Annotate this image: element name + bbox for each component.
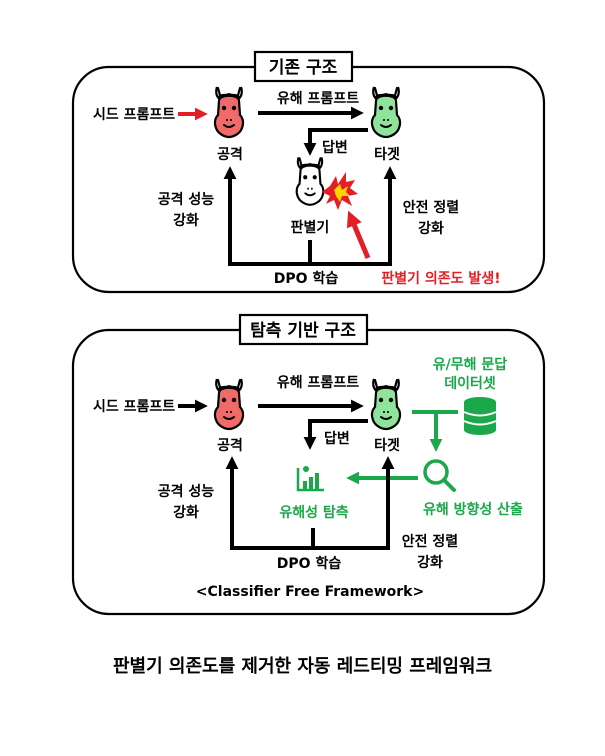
safety-boost-label-1: 안전 정렬	[403, 199, 459, 216]
explosion-core	[334, 184, 350, 202]
dpo-label: DPO 학습	[274, 271, 339, 287]
seed-prompt-label: 시드 프롬프트	[93, 107, 175, 123]
safety-boost-arrow	[310, 166, 397, 266]
framework-label: <Classifier Free Framework>	[196, 584, 424, 600]
database-icon	[463, 397, 497, 435]
attack-boost-label-2b: 강화	[173, 504, 199, 521]
attack-label: 공격	[217, 146, 243, 163]
attack-boost-label-2a: 공격 성능	[158, 483, 215, 500]
safety-boost-arrow-2	[313, 456, 395, 550]
bottom-panel-title-box	[238, 313, 369, 346]
attack-boost-arrow-2	[225, 456, 315, 550]
answer-arrow-2	[303, 419, 368, 450]
safety-boost-label-2b: 강화	[417, 554, 443, 571]
attack-boost-label-1: 공격 성능	[158, 191, 215, 208]
warning-label: 판별기 의존도 발생!	[381, 270, 500, 287]
attack-label-2: 공격	[217, 437, 243, 454]
harmful-prompt-label: 유해 프롬프트	[277, 91, 359, 107]
attack-boost-label-2: 강화	[173, 212, 199, 229]
harmful-prompt-label-2: 유해 프롬프트	[277, 375, 359, 391]
attack-llama-icon	[213, 85, 245, 139]
safety-boost-label-2: 강화	[418, 220, 444, 237]
target-llama-icon-2	[370, 377, 402, 431]
dependency-arrow	[346, 210, 371, 259]
attack-llama-icon-2	[213, 377, 245, 431]
discriminator-label: 판별기	[291, 219, 330, 236]
chart-icon	[296, 466, 324, 492]
answer-label-2: 답변	[324, 430, 350, 447]
answer-arrow	[303, 128, 368, 156]
top-panel: 기존 구조 시드 프롬프트 공격 유해 프롬프트 타겟 답변 판별기 공격 성능…	[71, 50, 546, 294]
dataset-label-2: 데이터셋	[444, 375, 496, 392]
answer-label: 답변	[322, 139, 348, 156]
top-panel-title: 기존 구조	[269, 58, 338, 78]
dpo-label-2: DPO 학습	[277, 556, 342, 572]
safety-boost-label-2a: 안전 정렬	[402, 533, 458, 550]
target-llama-icon	[370, 85, 402, 139]
bottom-panel-title: 탐측 기반 구조	[250, 321, 356, 341]
top-panel-title-box	[253, 50, 354, 83]
judge-llama-icon	[295, 156, 325, 206]
dataset-label-1: 유/무해 문답	[433, 356, 508, 373]
magnifier-icon	[423, 459, 456, 492]
seed-prompt-label-2: 시드 프롬프트	[93, 399, 175, 415]
detection-label: 유해성 탐측	[279, 504, 348, 521]
target-label: 타겟	[374, 147, 400, 163]
bottom-panel: 탐측 기반 구조 시드 프롬프트 공격 유해 프롬프트 타겟 답변 유/무해 문…	[71, 313, 546, 616]
attack-boost-arrow	[223, 166, 312, 266]
direction-label: 유해 방향성 산출	[423, 501, 523, 518]
target-label-2: 타겟	[374, 438, 400, 454]
figure-caption: 판별기 의존도를 제거한 자동 레드티밍 프레임워크	[112, 656, 493, 677]
